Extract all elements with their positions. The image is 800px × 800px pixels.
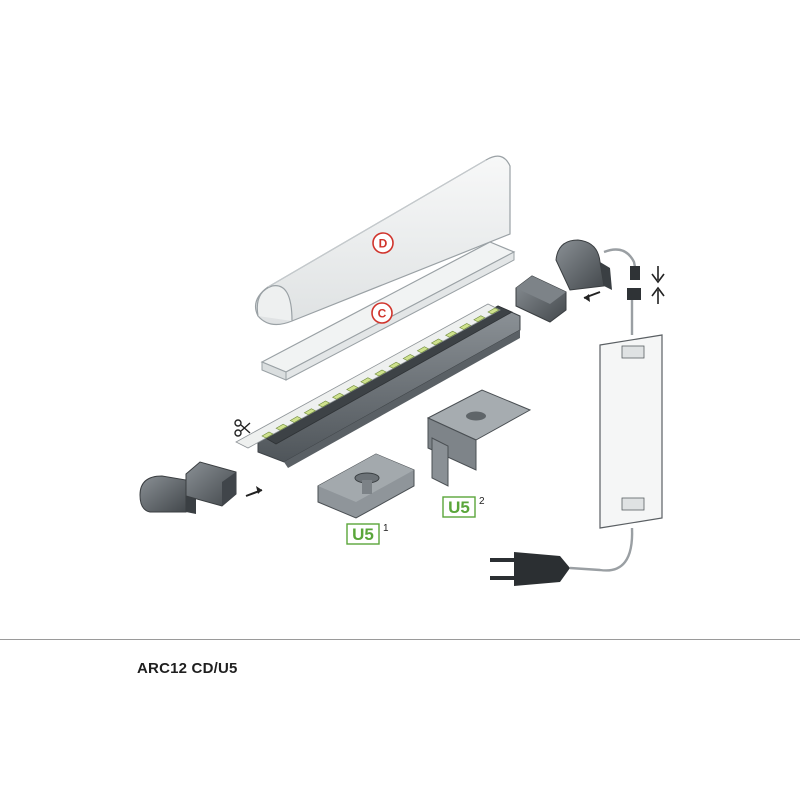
power-cable [603, 248, 638, 335]
led-chip [430, 338, 444, 346]
u5-label-2-text: U5 [448, 498, 470, 517]
led-chip [473, 315, 486, 323]
u5-label-1: U5 1 [346, 523, 389, 545]
label-badge-d: D [372, 232, 394, 254]
label-c-text: C [378, 307, 387, 321]
mounting-clip-u5-1 [317, 453, 415, 519]
led-chip [487, 307, 500, 315]
aluminium-profile [257, 305, 521, 468]
cable-connector [627, 266, 641, 300]
led-driver [599, 334, 663, 529]
u5-label-1-superscript: 1 [383, 523, 389, 534]
mains-cable [569, 527, 634, 572]
end-cap-flat-right [515, 275, 567, 323]
led-chip [289, 416, 302, 423]
led-chip [261, 431, 274, 439]
scissors-icon [234, 419, 251, 437]
led-chip [416, 346, 430, 354]
label-badge-c: C [371, 302, 393, 324]
led-chip [303, 408, 317, 416]
end-cap-flat-left [185, 461, 237, 507]
connect-arrows-icon [651, 266, 665, 304]
led-chip [360, 377, 373, 385]
led-chip [275, 423, 288, 431]
led-chip [374, 369, 387, 377]
mounting-clip-u5-2 [426, 389, 532, 487]
led-chip [402, 354, 415, 361]
divider-line [0, 639, 800, 640]
u5-label-2: U5 2 [442, 496, 485, 518]
product-code: ARC12 CD/U5 [137, 660, 238, 677]
arrow-icon [583, 291, 601, 302]
led-chip [331, 392, 345, 400]
led-chip [388, 361, 401, 369]
led-strip [235, 303, 501, 449]
u5-label-1-text: U5 [352, 525, 374, 544]
mains-plug [490, 552, 570, 586]
label-d-text: D [379, 237, 388, 251]
led-chip [317, 400, 331, 408]
led-chip [444, 330, 458, 338]
u5-label-2-superscript: 2 [479, 496, 485, 507]
end-cap-right [555, 239, 612, 291]
arrow-icon [245, 486, 263, 497]
led-chip [459, 323, 472, 330]
led-chips [261, 307, 500, 439]
led-chip [346, 385, 359, 392]
